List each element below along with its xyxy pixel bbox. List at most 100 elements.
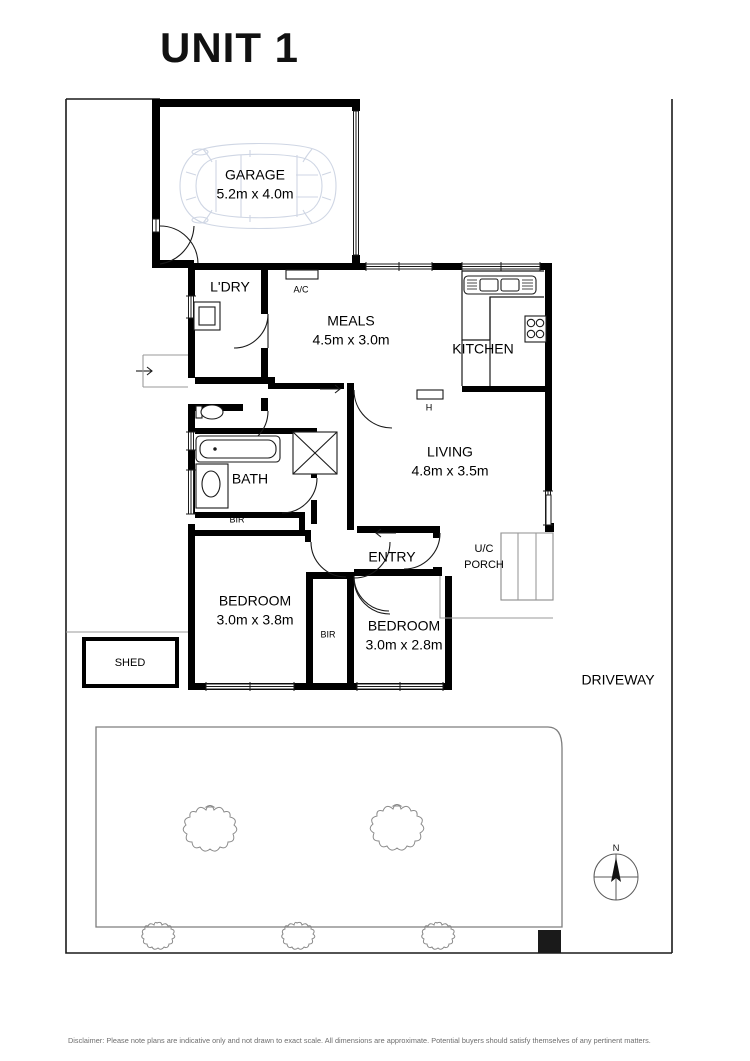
garage-wall-bottom-left: [152, 260, 194, 268]
annotation-hot-water: H: [426, 402, 433, 412]
room-label-living: LIVING: [427, 444, 473, 460]
window-porch-slider: [545, 494, 552, 526]
wall-entry-bottom: [354, 569, 440, 576]
shower-icon: [292, 431, 338, 475]
door-entry-porch: [403, 532, 441, 570]
wall-hall-left: [261, 398, 268, 411]
service-units: [285, 269, 444, 400]
shed-outline: [82, 637, 179, 688]
basin-icon: [195, 463, 229, 509]
wall-laundry-bottom: [195, 377, 275, 384]
wall-kitchen-nib: [484, 386, 490, 392]
door-living: [353, 389, 393, 429]
window-kitchen-top: [365, 262, 541, 271]
porch-floor: [439, 576, 553, 619]
wall-left-bath-a: [188, 404, 195, 432]
room-label-meals: MEALS: [327, 313, 374, 329]
wall-bir-right: [299, 512, 305, 536]
wall-right-living-b: [545, 523, 554, 532]
annotation-uc-porch-line1: U/C: [475, 543, 494, 555]
wall-top-kitchen-left: [432, 263, 462, 270]
wall-living-left-lower: [347, 432, 354, 530]
wall-top-meals: [188, 263, 366, 270]
door-laundry: [233, 313, 269, 349]
gate-arrow-left: [136, 366, 153, 376]
garage-wall-right-bottom: [352, 255, 360, 268]
wall-bath-top: [195, 428, 315, 434]
room-dimension-living: 4.8m x 3.5m: [411, 463, 488, 479]
shrub-3: [421, 921, 456, 950]
room-label-bedroom-1: BEDROOM: [219, 593, 291, 609]
wall-left-bedroom: [188, 524, 195, 690]
laundry-trough-icon: [193, 301, 221, 331]
wall-bir-bottom: [195, 530, 305, 536]
kitchen-sink-icon: [463, 275, 537, 295]
wall-living-left-upper: [347, 390, 354, 432]
wall-meals-bottom: [268, 383, 344, 389]
cooktop-icon: [524, 315, 547, 343]
garage-wall-top: [156, 99, 360, 107]
wall-living-left-top: [347, 383, 354, 391]
page-title: UNIT 1: [160, 24, 300, 71]
door-bedroom2: [353, 577, 391, 615]
room-dimension-meals: 4.5m x 3.0m: [312, 332, 389, 348]
landscaping: [141, 804, 456, 950]
kitchen-joinery: [461, 270, 544, 386]
window-bedroom1-bottom: [205, 682, 295, 691]
annotation-ac: A/C: [293, 284, 309, 294]
garage-wall-left-lower: [152, 232, 160, 268]
bathroom-fixtures: [195, 404, 338, 509]
room-label-laundry: L'DRY: [210, 279, 250, 295]
annotation-uc-porch-line2: PORCH: [464, 559, 504, 571]
access-arrows: [136, 366, 540, 571]
wall-bir-top: [195, 512, 299, 518]
car-outline: [179, 142, 337, 230]
room-labels: L'DRY MEALS 4.5m x 3.0m KITCHEN LIVING 4…: [115, 279, 514, 669]
wall-kitchen-bottom: [462, 386, 552, 392]
wall-bottom-bir: [306, 683, 354, 690]
garage-room: GARAGE 5.2m x 4.0m: [152, 99, 360, 268]
door-entry-bedroom2: [353, 575, 390, 612]
wall-bir-bed-top: [306, 572, 354, 579]
bathtub-icon: [195, 435, 281, 463]
porch-steps: [500, 532, 554, 601]
ac-unit-box: [285, 269, 319, 280]
rear-yard-outline: [95, 726, 563, 928]
disclaimer: Disclaimer: Please note plans are indica…: [68, 1036, 651, 1045]
wall-entry-top: [357, 526, 439, 533]
window-bath-left-upper: [186, 431, 196, 451]
door-bedroom1: [310, 541, 347, 578]
compass-north-label: N: [613, 843, 620, 854]
toilet-icon: [195, 404, 224, 420]
side-path: [142, 354, 188, 388]
wall-bedroom-divider-left: [306, 578, 313, 688]
tree-large-2: [369, 804, 425, 851]
wall-bedroom2-right: [445, 576, 452, 683]
wall-left-laundry-a: [188, 263, 195, 296]
annotation-bir-bedroom: BIR: [320, 629, 336, 639]
room-label-entry: ENTRY: [368, 549, 416, 565]
window-bedroom2-bottom: [356, 682, 444, 691]
wall-bath-right-lower: [311, 500, 317, 524]
room-label-kitchen: KITCHEN: [452, 341, 513, 357]
wall-laundry-right-a: [261, 263, 268, 314]
door-bath: [281, 477, 318, 514]
room-label-shed: SHED: [115, 657, 146, 669]
wall-hall-bir: [305, 530, 311, 542]
annotation-driveway: DRIVEWAY: [581, 672, 655, 688]
entry-arrow-meals: [320, 384, 341, 394]
garage-wall-left-upper: [152, 99, 160, 219]
room-dimension-garage: 5.2m x 4.0m: [216, 186, 293, 202]
site-boundary: [65, 98, 673, 954]
garage-roller-door: [353, 110, 359, 256]
annotation-bir-bath: BIR: [229, 514, 245, 524]
window-bath-left-lower: [186, 469, 196, 515]
windows: [186, 262, 553, 691]
room-label-bath: BATH: [232, 471, 268, 487]
wall-left-laundry-b: [188, 318, 195, 378]
room-dimension-bedroom-1: 3.0m x 3.8m: [216, 612, 293, 628]
wall-porch-left-upper: [433, 526, 440, 538]
garage-door-swing: [159, 225, 199, 265]
